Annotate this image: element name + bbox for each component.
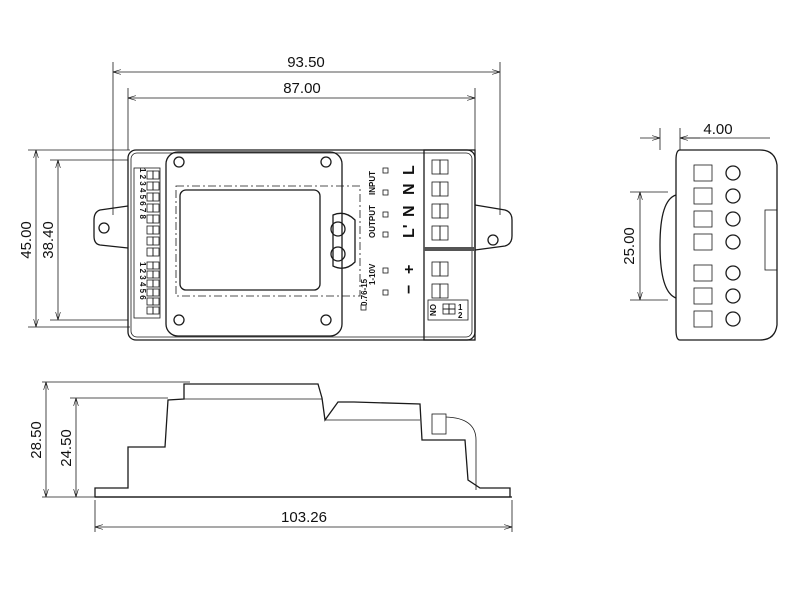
input-label: INPUT	[368, 171, 377, 195]
drawing-detail	[693, 287, 713, 305]
side-housing	[675, 149, 778, 341]
drawing-detail	[693, 264, 713, 282]
dip-numbers-top: 12345678	[138, 168, 147, 221]
drawing-detail	[152, 261, 160, 270]
drawing-detail	[152, 214, 160, 224]
dim-overall-height: 45.00	[18, 221, 35, 259]
left-mount-hole	[98, 222, 110, 234]
drawing-detail	[382, 231, 389, 238]
drawing-detail	[146, 236, 154, 246]
terminal-screw	[725, 165, 741, 181]
side-ear	[659, 194, 677, 299]
terminal-L: L	[401, 165, 418, 175]
dim-body-depth: 24.50	[58, 429, 75, 467]
drawing-detail	[439, 159, 449, 175]
dim-side-thickness: 4.00	[703, 121, 732, 138]
terminal-screw	[725, 234, 741, 250]
drawing-detail	[152, 170, 160, 180]
label-window	[179, 189, 321, 291]
drawing-detail	[152, 247, 160, 257]
drawing-detail	[439, 181, 449, 197]
drawing-detail	[146, 225, 154, 235]
dim-side-height: 25.00	[621, 227, 638, 265]
drawing-detail	[431, 181, 441, 197]
dim-total-length: 103.26	[281, 509, 327, 526]
right-mount-ear	[474, 204, 513, 251]
dip-on-label: ON	[428, 304, 437, 316]
terminal-screw	[725, 288, 741, 304]
lid	[165, 151, 343, 337]
drawing-detail	[146, 306, 154, 315]
dim-total-depth: 28.50	[28, 421, 45, 459]
drawing-detail	[382, 267, 389, 274]
dip-1-label: 1	[458, 303, 463, 312]
drawing-detail	[152, 306, 160, 315]
dim-range-label: 1-10V	[368, 263, 377, 285]
terminal-screw	[725, 265, 741, 281]
drawing-detail	[152, 279, 160, 288]
drawing-detail	[431, 261, 441, 277]
drawing-detail	[382, 289, 389, 296]
terminal-block: ON 1 2	[423, 149, 476, 341]
drawing-detail	[152, 236, 160, 246]
drawing-detail	[152, 297, 160, 306]
drawing-detail	[693, 210, 713, 228]
terminal-screw	[725, 211, 741, 227]
front-profile	[94, 383, 511, 498]
terminal-N-in: N	[401, 183, 418, 195]
drawing-detail	[439, 203, 449, 219]
drawing-detail	[152, 288, 160, 297]
left-mount-ear	[93, 205, 129, 249]
drawing-detail	[693, 233, 713, 251]
drawing-detail	[693, 187, 713, 205]
top-view: 93.50 87.00 45.00 38.40	[18, 54, 513, 341]
front-view: 28.50 24.50 103.26	[28, 381, 513, 532]
dip-2-label: 2	[458, 311, 463, 320]
drawing-detail	[693, 164, 713, 182]
drawing-detail	[152, 225, 160, 235]
terminal-screw	[725, 311, 741, 327]
drawing-detail	[382, 211, 389, 218]
drawing-detail	[152, 203, 160, 213]
range-note-label: 0.76-15	[360, 278, 369, 306]
dim-body-height: 38.40	[40, 221, 57, 259]
terminal-labels: INPUT OUTPUT 1-10V 0.76-15 L N N L' + −	[360, 165, 418, 311]
terminal-minus: −	[401, 285, 418, 294]
dim-body-width: 87.00	[283, 80, 321, 97]
drawing-detail	[382, 167, 389, 174]
drawing-detail	[152, 270, 160, 279]
drawing-detail	[146, 247, 154, 257]
terminal-N-out: N	[401, 205, 418, 217]
drawing-detail	[431, 159, 441, 175]
drawing-detail	[431, 283, 441, 299]
drawing-detail	[693, 310, 713, 328]
drawing-detail	[439, 261, 449, 277]
drawing-detail	[431, 225, 441, 241]
terminal-screw	[725, 188, 741, 204]
output-label: OUTPUT	[368, 205, 377, 238]
drawing-detail	[152, 192, 160, 202]
terminal-plus: +	[401, 265, 418, 274]
drawing-detail	[152, 181, 160, 191]
drawing-detail	[382, 189, 389, 196]
dip-switch-block: 12345678 123456	[133, 167, 161, 319]
drawing-detail	[439, 225, 449, 241]
dip-numbers-bottom: 123456	[138, 262, 147, 302]
drawing-detail	[439, 283, 449, 299]
dim-overall-width: 93.50	[287, 54, 325, 71]
terminal-L-prime: L'	[401, 224, 418, 238]
side-view: 4.00 25.00	[621, 121, 778, 341]
right-mount-hole	[487, 234, 499, 246]
drawing-detail	[431, 203, 441, 219]
